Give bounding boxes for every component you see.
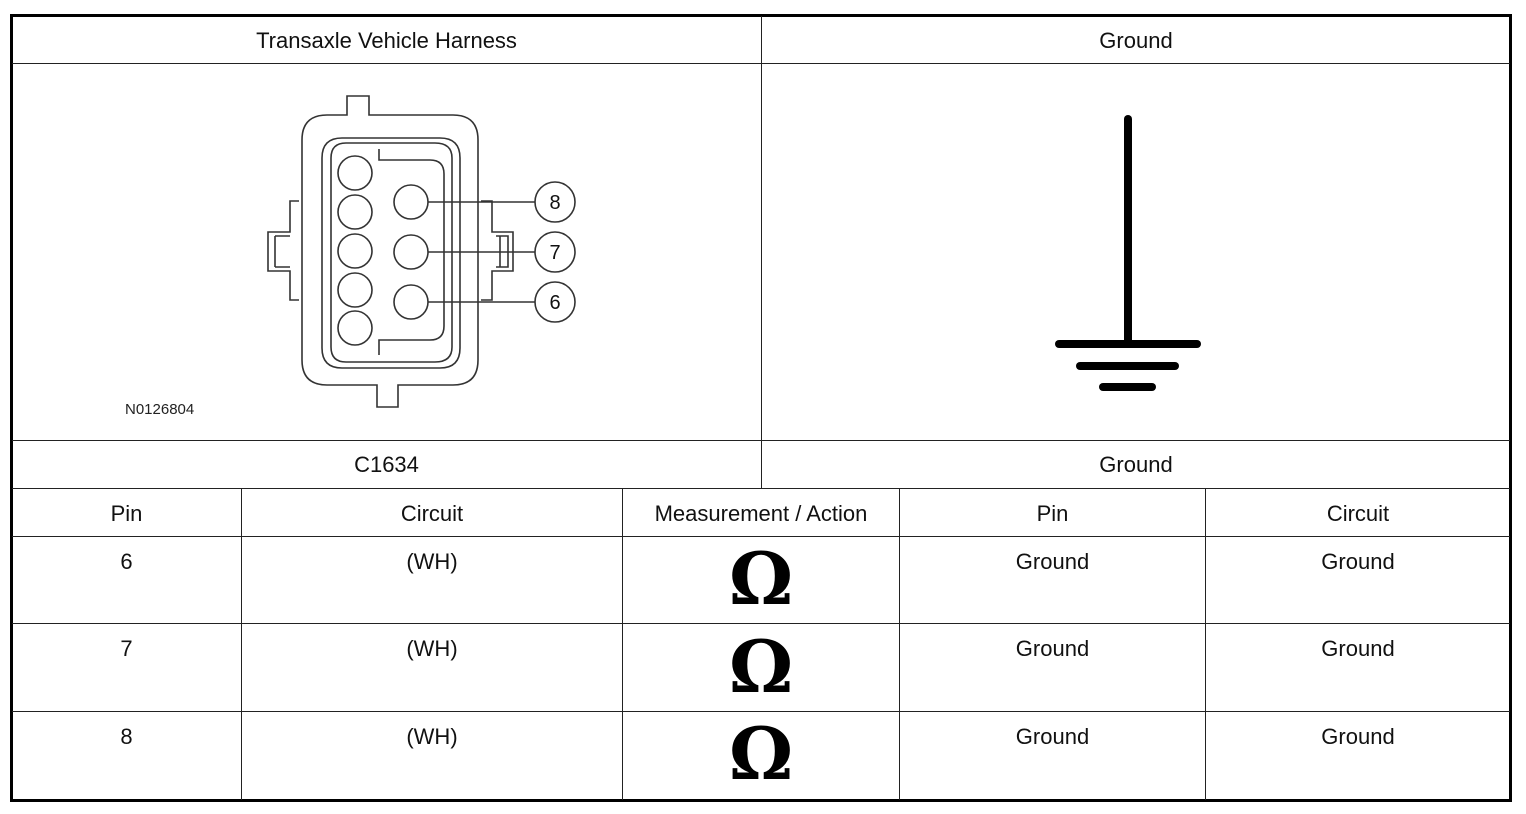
pin-callout: 8 (549, 192, 560, 214)
divider (12, 711, 1510, 712)
left-header: Transaxle Vehicle Harness (256, 28, 517, 53)
pin-callout: 7 (549, 242, 560, 264)
column-header: Circuit (400, 501, 464, 526)
connector-code: N0126804 (125, 401, 194, 418)
pin-callout: 6 (549, 292, 560, 314)
ground-label: Ground (1099, 452, 1173, 477)
column-header: Measurement / Action (654, 501, 868, 526)
pin-cell: 7 (120, 636, 133, 661)
divider (761, 16, 762, 488)
divider (12, 623, 1510, 624)
divider (241, 488, 242, 800)
connector-face-icon: 8 7 6 N0126804 (125, 95, 576, 418)
divider (899, 488, 900, 800)
ground-pin-cell: Ground (1015, 549, 1090, 574)
circuit-cell: (WH) (406, 636, 458, 661)
ground-circuit-cell: Ground (1321, 636, 1395, 661)
ohm-icon: Ω (728, 624, 794, 709)
circuit-cell: (WH) (406, 724, 458, 749)
right-header: Ground (1099, 28, 1173, 53)
divider (1205, 488, 1206, 800)
ground-pin-cell: Ground (1015, 636, 1090, 661)
ground-circuit-cell: Ground (1321, 549, 1395, 574)
circuit-cell: (WH) (406, 549, 458, 574)
ohm-icon: Ω (728, 536, 794, 621)
test-table (10, 14, 1512, 802)
column-header: Pin (110, 501, 143, 526)
pin-cell: 8 (120, 724, 133, 749)
divider (622, 488, 623, 800)
ground-symbol-icon (1055, 115, 1201, 391)
ground-circuit-cell: Ground (1321, 724, 1395, 749)
connector-label: C1634 (354, 452, 419, 477)
divider (12, 536, 1510, 537)
divider (12, 488, 1510, 489)
ohm-icon: Ω (728, 711, 794, 796)
column-header: Pin (1036, 501, 1069, 526)
column-header: Circuit (1326, 501, 1390, 526)
ground-pin-cell: Ground (1015, 724, 1090, 749)
pin-cell: 6 (120, 549, 133, 574)
